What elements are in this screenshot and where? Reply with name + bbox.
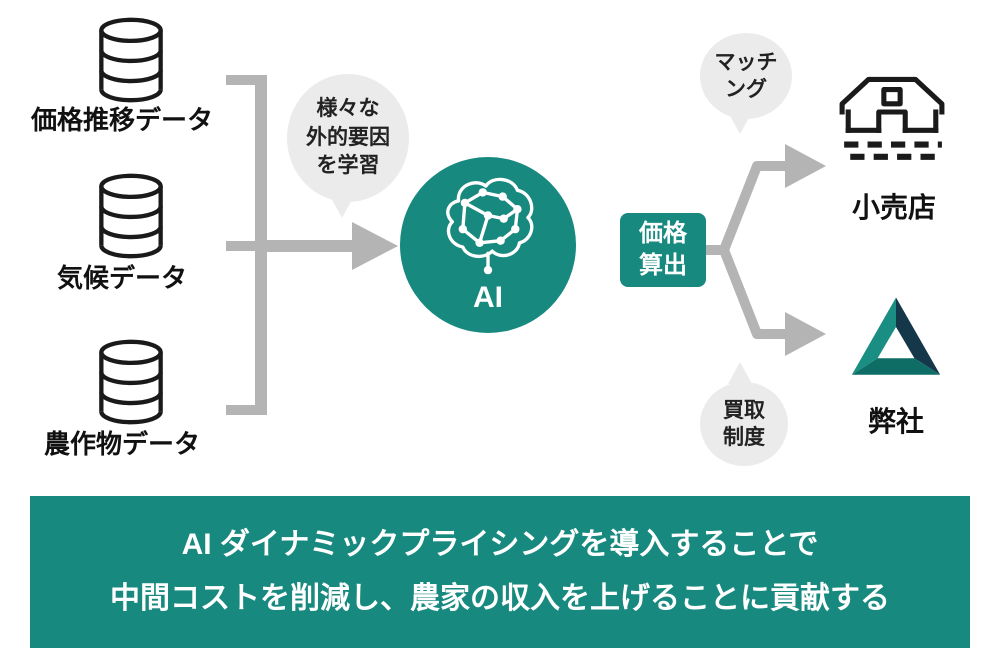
summary-banner-line: 中間コストを削減し、農家の収入を上げることに貢献する <box>110 582 890 615</box>
matching-bubble-tail <box>728 112 752 134</box>
source-label-price-history: 価格推移データ <box>30 105 213 135</box>
summary-banner-line: AI ダイナミックプライシングを導入することで <box>181 528 819 561</box>
learning-bubble: 様々な 外的要因 を学習 <box>287 74 409 202</box>
ai-label: AI <box>473 281 503 314</box>
learning-bubble-tail <box>330 196 354 218</box>
source-label-climate: 気候データ <box>56 263 187 293</box>
purchase-bubble-tail <box>728 362 752 384</box>
branch-up-head <box>785 144 826 188</box>
database-icon <box>99 17 163 103</box>
price-badge-line: 価格 <box>639 219 687 247</box>
purchase-bubble-line: 制度 <box>723 426 765 449</box>
purchase-bubble: 買取 制度 <box>700 382 788 466</box>
matching-bubble: マッチ ング <box>700 33 792 119</box>
price-badge-line: 算出 <box>639 252 687 279</box>
database-icon <box>99 173 163 259</box>
arrow-to-ai-head <box>352 222 398 270</box>
retail-store-icon <box>839 76 945 160</box>
matching-bubble-line: マッチ <box>714 50 778 74</box>
branch-up-shaft <box>703 161 788 255</box>
price-calculation-badge: 価格 算出 <box>620 213 706 287</box>
purchase-bubble-line: 買取 <box>723 398 765 422</box>
retail-store-label: 小売店 <box>851 192 936 223</box>
branch-down-head <box>785 312 826 356</box>
summary-banner: AI ダイナミックプライシングを導入することで 中間コストを削減し、農家の収入を… <box>30 496 970 648</box>
ai-brain-circuit-icon <box>446 177 534 275</box>
source-label-crops: 農作物データ <box>43 429 200 459</box>
ai-node: AI <box>400 157 576 333</box>
branch-down-shaft <box>703 245 788 339</box>
learning-bubble-line: 様々な <box>316 97 380 121</box>
learning-bubble-line: 外的要因 <box>306 125 390 149</box>
database-icon <box>99 339 163 425</box>
company-logo-icon <box>851 297 941 375</box>
learning-bubble-line: を学習 <box>316 154 380 178</box>
company-label: 弊社 <box>867 406 924 437</box>
matching-bubble-line: ング <box>725 78 767 101</box>
